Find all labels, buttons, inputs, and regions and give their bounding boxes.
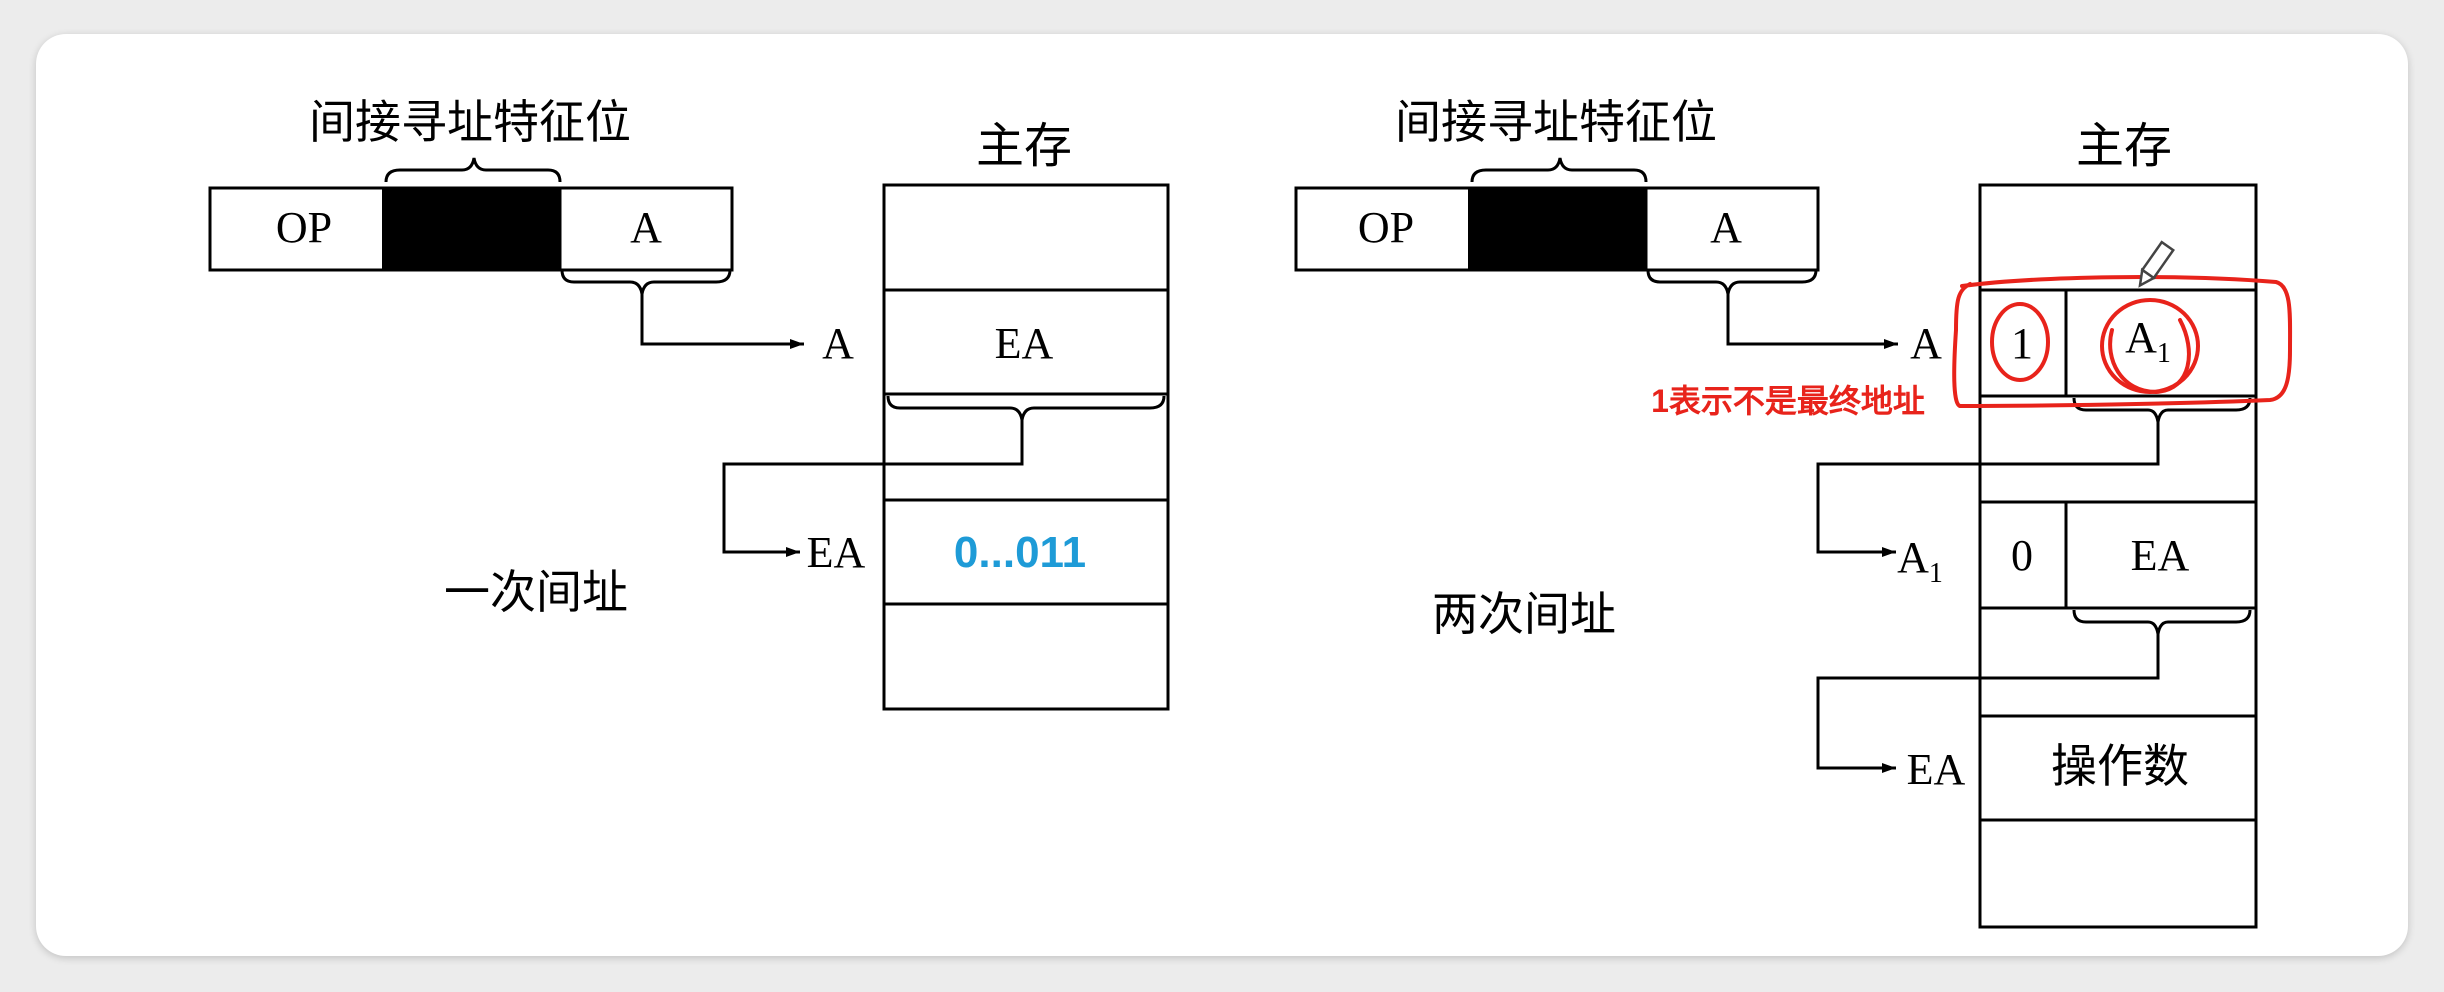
indirect-flag-field bbox=[1468, 188, 1646, 270]
main-memory: EA 0...011 bbox=[882, 183, 1170, 711]
pointer-ea: EA bbox=[1907, 745, 1966, 794]
pointer-ea: EA bbox=[807, 528, 866, 577]
address-brace bbox=[560, 269, 732, 295]
red-annotation bbox=[1952, 275, 2293, 409]
cell-address-a1: A1 bbox=[2125, 313, 2171, 369]
arrow-to-ea bbox=[722, 420, 1024, 557]
single-indirect-label: 一次间址 bbox=[444, 565, 628, 619]
cell-flag-0: 0 bbox=[2011, 531, 2033, 580]
op-field: OP bbox=[276, 203, 332, 252]
double-indirect-label: 两次间址 bbox=[1432, 587, 1616, 641]
cell-flag-1: 1 bbox=[2011, 319, 2033, 368]
arrow-to-a bbox=[1726, 294, 1898, 349]
flag-circle bbox=[1990, 302, 2050, 382]
indirect-flag-label: 间接寻址特征位 bbox=[1395, 95, 1717, 149]
double-indirect-diagram: 间接寻址特征位 OP A A 主存 1 A1 0 EA 操作数 bbox=[1294, 95, 2293, 929]
a1-circle-stroke bbox=[2108, 318, 2191, 395]
operand-value: 0...011 bbox=[954, 528, 1086, 577]
instruction-format: OP A bbox=[208, 186, 734, 272]
memory-cell-ea: EA bbox=[2131, 531, 2190, 580]
indirect-flag-label: 间接寻址特征位 bbox=[309, 95, 631, 149]
memory-cell-ea: EA bbox=[995, 319, 1054, 368]
pointer-a: A bbox=[822, 319, 854, 368]
arrow-to-a bbox=[640, 294, 804, 349]
arrow-to-ea bbox=[1816, 634, 2160, 773]
address-field: A bbox=[1710, 203, 1742, 252]
indirect-flag-field bbox=[382, 188, 560, 270]
highlight-box bbox=[1952, 275, 2293, 409]
arrow-to-a1 bbox=[1816, 422, 2160, 557]
instruction-format: OP A bbox=[1294, 186, 1820, 272]
operand-cell: 操作数 bbox=[2051, 739, 2189, 793]
pointer-a1: A1 bbox=[1897, 533, 1943, 589]
pointer-a: A bbox=[1910, 319, 1942, 368]
annotation-text: 1表示不是最终地址 bbox=[1651, 383, 1925, 419]
pencil-icon bbox=[2138, 240, 2175, 288]
memory-title: 主存 bbox=[976, 118, 1072, 174]
flag-brace bbox=[384, 157, 562, 183]
single-indirect-diagram: 间接寻址特征位 OP A A 主存 EA 0...011 EA 一次间址 bbox=[208, 95, 1170, 711]
flag-brace bbox=[1470, 157, 1648, 183]
address-brace bbox=[1646, 269, 1818, 295]
main-memory: 1 A1 0 EA 操作数 bbox=[1978, 183, 2258, 929]
op-field: OP bbox=[1358, 203, 1414, 252]
address-field: A bbox=[630, 203, 662, 252]
memory-title: 主存 bbox=[2076, 118, 2172, 174]
